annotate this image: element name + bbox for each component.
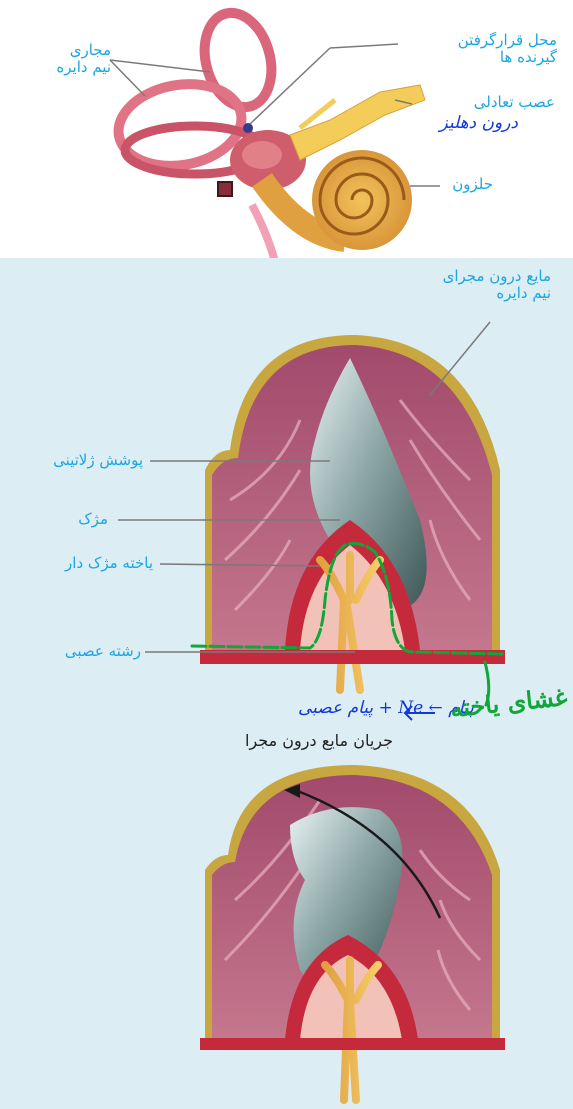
magnify-arrow — [252, 205, 275, 262]
label-canal-fluid-line1: مایع درون مجرای — [443, 268, 551, 285]
label-cilia: مژک — [78, 511, 108, 528]
lower-ampulla — [200, 765, 505, 1100]
label-gelatinous-cover: پوشش ژلاتینی — [53, 452, 143, 469]
label-vestibular-nerve: عصب تعادلی — [474, 94, 555, 111]
label-nerve-fiber: رشته عصبی — [65, 643, 141, 660]
oval-window — [218, 182, 232, 196]
label-receptor-location-line1: محل قرارگرفتن — [458, 32, 557, 49]
label-receptor-location-line2: گیرنده ها — [458, 49, 557, 66]
label-cochlea: حلزون — [452, 176, 493, 193]
label-hair-cell: یاخته مژک دار — [65, 555, 153, 572]
caption-canal-fluid-flow: جریان مایع درون مجرا — [245, 732, 393, 750]
label-semicircular-canals-line2: نیم دایره — [56, 59, 111, 76]
label-receptor-location: محل قرارگرفتن گیرنده ها — [458, 32, 557, 67]
label-canal-fluid: مایع درون مجرای نیم دایره — [443, 268, 551, 303]
handwriting-message-note: پیام ← Ne + پیام عصبی — [298, 698, 474, 718]
inner-ear-illustration — [112, 5, 425, 282]
label-semicircular-canals: مجاری نیم دایره — [56, 42, 111, 77]
handwriting-vestibule-note: درون دهلیز — [439, 113, 518, 133]
label-canal-fluid-line2: نیم دایره — [443, 285, 551, 302]
label-semicircular-canals-line1: مجاری — [56, 42, 111, 59]
cochlea-spiral — [312, 150, 412, 250]
